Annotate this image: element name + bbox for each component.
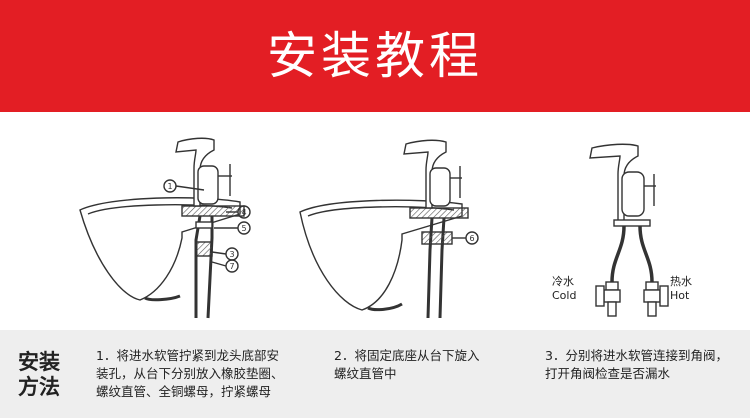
step-2-text: 2．将固定底座从台下旋入 螺纹直管中 [334, 347, 524, 383]
cold-label-en: Cold [552, 289, 576, 302]
faucet-2 [403, 139, 447, 209]
step-1-line-2: 装孔，从台下分别放入橡胶垫圈、 [96, 366, 284, 381]
method-label-line1: 安装 [18, 350, 60, 374]
callout-6-label: 6 [469, 234, 474, 243]
callout-6 [465, 231, 479, 245]
step-3-line-1: 3．分别将进水软管连接到角阀， [545, 348, 728, 363]
installation-diagram: 1 4 5 3 7 6 [79, 137, 692, 319]
cold-label-cn: 冷水 [552, 275, 574, 288]
step-1-line-3: 螺纹直管、全铜螺母，拧紧螺母 [96, 384, 272, 399]
faucet-1 [175, 137, 215, 207]
countertop-2 [409, 207, 469, 219]
basin-1 [79, 197, 241, 301]
step-1-line-1: 1．将进水软管拧紧到龙头底部安 [96, 348, 279, 363]
figure-2 [299, 139, 479, 319]
callout-7-label: 7 [229, 262, 234, 271]
cold-hose [610, 225, 626, 283]
hot-label-cn: 热水 [670, 275, 692, 288]
step-3-text: 3．分别将进水软管连接到角阀， 打开角阀检查是否漏水 [545, 347, 745, 383]
hot-angle-valve [643, 281, 669, 317]
header-banner [0, 0, 750, 112]
hot-hose [638, 225, 654, 283]
callout-5 [237, 221, 251, 235]
callout-1-label: 1 [167, 182, 172, 191]
hose-1 [194, 215, 202, 318]
fixing-base [421, 231, 453, 245]
figure-1 [79, 137, 251, 319]
hose-2 [426, 217, 434, 319]
figure-3 [589, 143, 669, 317]
cold-angle-valve [595, 281, 621, 317]
countertop-1 [181, 205, 245, 217]
callout-4 [237, 205, 251, 219]
callout-1 [163, 179, 177, 193]
callout-3-label: 3 [229, 250, 234, 259]
callout-4-label: 4 [241, 208, 246, 217]
step-2-line-1: 2．将固定底座从台下旋入 [334, 348, 480, 363]
hot-label-en: Hot [670, 289, 690, 302]
method-label-line2: 方法 [18, 375, 60, 399]
method-label: 安装 方法 [18, 350, 70, 400]
step-1-text: 1．将进水软管拧紧到龙头底部安 装孔，从台下分别放入橡胶垫圈、 螺纹直管、全铜螺… [96, 347, 306, 401]
callout-5-label: 5 [241, 224, 246, 233]
basin-2 [299, 199, 463, 311]
instructions-panel [0, 330, 750, 418]
page-title: 安装教程 [267, 27, 483, 85]
step-2-line-2: 螺纹直管中 [334, 366, 397, 381]
step-3-line-2: 打开角阀检查是否漏水 [545, 366, 671, 381]
faucet-3 [589, 143, 639, 223]
callout-7 [225, 259, 239, 273]
